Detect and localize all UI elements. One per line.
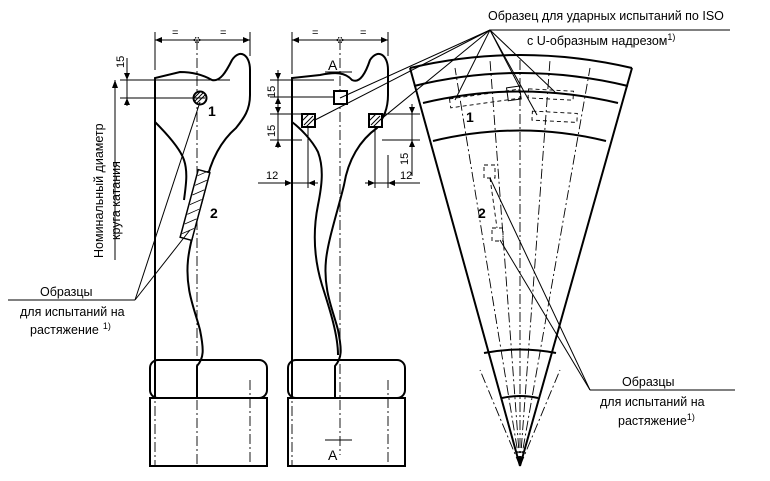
sector-fan-view <box>409 54 633 467</box>
dim-15-mid-top: 15 <box>266 86 278 98</box>
svg-text:растяжение1): растяжение1) <box>618 412 695 428</box>
impact-subtitle: с U-образным надрезом <box>527 34 667 48</box>
marker-1-right: 1 <box>466 109 474 125</box>
tensile-right-line2: для испытаний на <box>600 395 705 409</box>
tensile-left-line3: растяжение <box>30 323 99 337</box>
svg-text:с U-образным надрезом1): с U-образным надрезом1) <box>527 32 675 48</box>
tensile-right-line3: растяжение <box>618 414 687 428</box>
tensile-left-line2: для испытаний на <box>20 305 125 319</box>
section-top-label: А <box>328 57 338 73</box>
dim-eq-3: = <box>312 27 318 39</box>
tensile-left-line1: Образцы <box>40 285 93 299</box>
tensile-left-footnote: 1) <box>103 321 111 331</box>
vertical-label-2: круга катания <box>109 161 123 240</box>
middle-wheel-profile <box>258 32 420 467</box>
dim-12-right: 12 <box>400 170 412 182</box>
marker-1-left: 1 <box>208 103 216 119</box>
dim-15-mid-bot: 15 <box>266 125 278 137</box>
vertical-label-1: Номинальный диаметр <box>92 123 106 258</box>
dim-15-mid-right: 15 <box>399 153 411 165</box>
section-bottom-label: А <box>328 447 338 463</box>
svg-text:растяжение1): растяжение 1) <box>30 321 111 337</box>
tensile-right-footnote: 1) <box>687 412 695 422</box>
marker-2-right: 2 <box>478 205 486 221</box>
marker-2-left: 2 <box>210 205 218 221</box>
left-wheel-profile <box>112 32 268 467</box>
impact-footnote: 1) <box>667 32 675 42</box>
dim-eq-2: = <box>220 27 226 39</box>
leader-lines <box>8 29 735 391</box>
tensile-right-line1: Образцы <box>622 375 675 389</box>
impact-title: Образец для ударных испытаний по ISO <box>488 9 724 23</box>
dim-eq-4: = <box>360 27 366 39</box>
dim-15-left: 15 <box>115 56 127 68</box>
dim-eq-1: = <box>172 27 178 39</box>
dim-12-left: 12 <box>266 170 278 182</box>
